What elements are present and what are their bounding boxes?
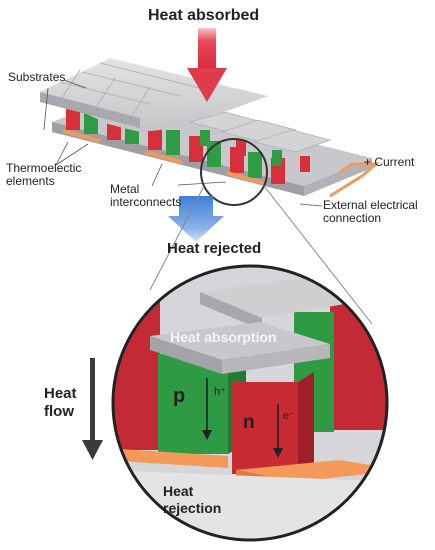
heat-absorbed-arrow (187, 28, 227, 102)
p-type-label: p (173, 385, 186, 407)
bottom-interconnect-right (236, 460, 387, 482)
element-row-front (66, 105, 285, 184)
electron-carrier-label: e⁻ (283, 410, 295, 422)
n-type-element (232, 382, 298, 474)
current-label: + Current (364, 155, 415, 169)
bottom-interconnect-left (113, 448, 228, 468)
module-3d-view (40, 58, 381, 206)
exposed-upper-interconnects (188, 111, 332, 172)
top-substrate-grid (59, 62, 201, 117)
top-substrate-front-edge (40, 92, 140, 128)
heat-flow-label: Heat flow (44, 385, 77, 420)
n-type-label: n (243, 412, 255, 433)
substrates-label: Substrates (8, 70, 66, 84)
external-connection-label: External electrical connection (323, 198, 418, 225)
bottom-substrate-side-edge (304, 158, 372, 196)
zoom-funnel-left (149, 185, 205, 291)
zoomed-detail (113, 266, 387, 540)
thermoelectric-elements-label: Thermoelectic elements (6, 161, 82, 188)
hole-carrier-label: h⁺ (214, 386, 226, 398)
zoom-circle-border (111, 264, 389, 542)
heat-absorbed-label: Heat absorbed (148, 7, 260, 24)
top-substrate-slab (150, 322, 330, 360)
heat-rejected-label: Heat rejected (167, 240, 262, 257)
zoom-indicator-circle (200, 138, 268, 206)
metal-interconnects-label: Metal interconnects (110, 182, 182, 209)
heat-rejection-label: Heat rejection (163, 483, 222, 516)
heat-absorption-label: Heat absorption (170, 329, 277, 345)
leader-lines (43, 79, 323, 207)
external-wire (329, 162, 381, 198)
heat-flow-arrow (82, 358, 103, 460)
heat-rejected-arrow (168, 196, 224, 242)
zoom-funnel-right (263, 185, 373, 325)
bottom-interconnects (63, 129, 264, 185)
